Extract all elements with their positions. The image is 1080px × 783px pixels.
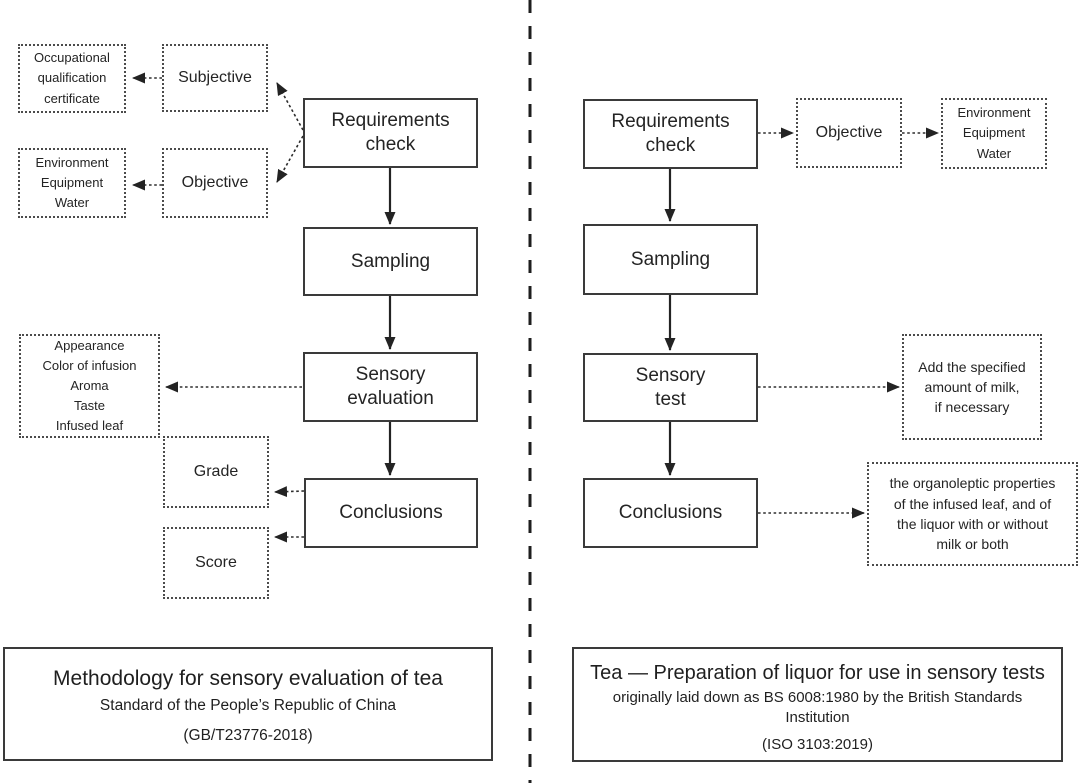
box-score: Score [163,527,269,599]
box-objective-right: Objective [796,98,902,168]
box-milk-note: Add the specified amount of milk, if nec… [902,334,1042,440]
box-sampling-left: Sampling [303,227,478,296]
box-requirements-check-left: Requirements check [303,98,478,168]
caption-gbt: Methodology for sensory evaluation of te… [3,647,493,761]
caption-iso: Tea — Preparation of liquor for use in s… [572,647,1063,762]
caption-iso-title: Tea — Preparation of liquor for use in s… [590,662,1045,684]
box-environment-right: Environment Equipment Water [941,98,1047,169]
box-requirements-check-right: Requirements check [583,99,758,169]
box-subjective: Subjective [162,44,268,112]
box-objective-left: Objective [162,148,268,218]
box-conclusions-left: Conclusions [304,478,478,548]
box-environment-left: Environment Equipment Water [18,148,126,218]
box-sensory-evaluation: Sensory evaluation [303,352,478,422]
box-sensory-test: Sensory test [583,353,758,422]
box-appearance-aspects: Appearance Color of infusion Aroma Taste… [19,334,160,438]
box-sampling-right: Sampling [583,224,758,295]
box-occupational-qualification: Occupational qualification certificate [18,44,126,113]
caption-gbt-title: Methodology for sensory evaluation of te… [53,667,443,690]
box-organoleptic-note: the organoleptic properties of the infus… [867,462,1078,566]
caption-iso-subtitle: originally laid down as BS 6008:1980 by … [612,689,1023,727]
box-grade: Grade [163,436,269,508]
box-conclusions-right: Conclusions [583,478,758,548]
caption-gbt-subtitle: Standard of the People’s Republic of Chi… [99,697,397,715]
caption-iso-code: (ISO 3103:2019) [762,735,873,753]
caption-gbt-code: (GB/T23776-2018) [183,727,313,745]
